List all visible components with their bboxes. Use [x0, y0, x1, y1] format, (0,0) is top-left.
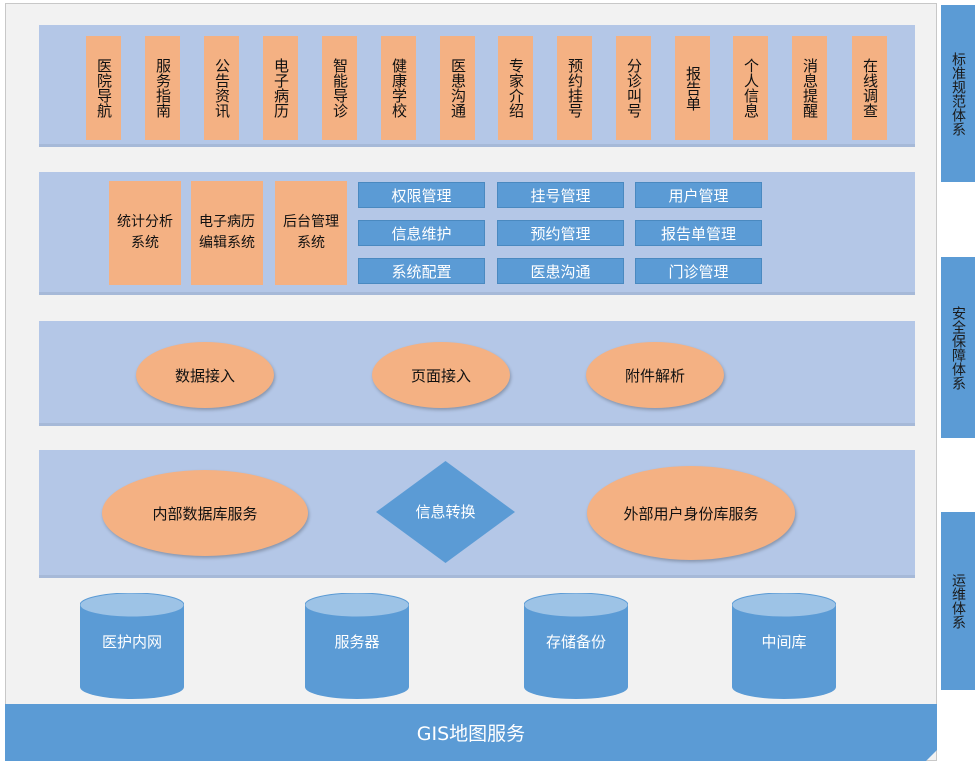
security-panel: 安全保障体系 [941, 257, 975, 438]
module-box: 系统配置 [358, 258, 485, 284]
module-box: 用户管理 [635, 182, 762, 208]
portal-item-label: 预约挂号 [566, 58, 584, 118]
portal-item-label: 医患沟通 [449, 58, 467, 118]
portal-item-label: 健康学校 [390, 58, 408, 118]
infra-cylinder-label: 医护内网 [101, 633, 162, 651]
portal-item: 电子病历 [263, 36, 298, 140]
external-identity-db-ellipse: 外部用户身份库服务 [587, 466, 795, 560]
attachment-parse-ellipse: 附件解析 [586, 342, 724, 408]
info-convert-diamond: 信息转换 [376, 461, 515, 563]
portal-layer [39, 25, 915, 147]
portal-item: 预约挂号 [557, 36, 592, 140]
portal-item: 消息提醒 [792, 36, 827, 140]
portal-item-label: 服务指南 [154, 58, 172, 118]
portal-item: 公告资讯 [204, 36, 239, 140]
portal-item-label: 消息提醒 [801, 58, 819, 118]
infra-cylinder: 医护内网 [80, 593, 184, 699]
portal-item-label: 专家介绍 [507, 58, 525, 118]
portal-item: 分诊叫号 [616, 36, 651, 140]
portal-item-label: 医院导航 [95, 58, 113, 118]
portal-item-label: 个人信息 [742, 58, 760, 118]
module-box: 门诊管理 [635, 258, 762, 284]
portal-item-label: 智能导诊 [331, 58, 349, 118]
infra-cylinder-label: 存储备份 [545, 633, 606, 651]
module-box: 医患沟通 [497, 258, 624, 284]
gis-label: GIS地图服务 [416, 723, 526, 745]
module-box: 挂号管理 [497, 182, 624, 208]
portal-item-label: 报告单 [684, 65, 702, 111]
portal-item: 在线调查 [852, 36, 887, 140]
page-access-ellipse: 页面接入 [372, 342, 510, 408]
infra-cylinder-label: 中间库 [761, 633, 807, 651]
gis-map-service-bar: GIS地图服务 [5, 704, 937, 761]
system-box: 统计分析系统 [109, 181, 181, 285]
portal-item-label: 电子病历 [272, 58, 290, 118]
operations-panel: 运维体系 [941, 512, 975, 690]
portal-item: 服务指南 [145, 36, 180, 140]
module-box: 预约管理 [497, 220, 624, 246]
portal-item: 医患沟通 [440, 36, 475, 140]
portal-item: 报告单 [675, 36, 710, 140]
infra-cylinder-label: 服务器 [334, 633, 380, 651]
standards-panel: 标准规范体系 [941, 5, 975, 182]
portal-item: 健康学校 [381, 36, 416, 140]
infra-cylinder: 中间库 [732, 593, 836, 699]
data-access-ellipse: 数据接入 [136, 342, 274, 408]
portal-item: 专家介绍 [498, 36, 533, 140]
system-box: 后台管理系统 [275, 181, 347, 285]
module-box: 权限管理 [358, 182, 485, 208]
module-box: 信息维护 [358, 220, 485, 246]
infra-cylinder: 服务器 [305, 593, 409, 699]
portal-item-label: 公告资讯 [213, 58, 231, 118]
module-box: 报告单管理 [635, 220, 762, 246]
portal-item: 智能导诊 [322, 36, 357, 140]
portal-item: 个人信息 [733, 36, 768, 140]
info-convert-label: 信息转换 [415, 503, 475, 521]
portal-item-label: 在线调查 [861, 58, 879, 118]
portal-item-label: 分诊叫号 [625, 58, 643, 118]
system-box: 电子病历编辑系统 [191, 181, 263, 285]
internal-db-service-ellipse: 内部数据库服务 [102, 470, 308, 556]
portal-item: 医院导航 [86, 36, 121, 140]
infra-cylinder: 存储备份 [524, 593, 628, 699]
